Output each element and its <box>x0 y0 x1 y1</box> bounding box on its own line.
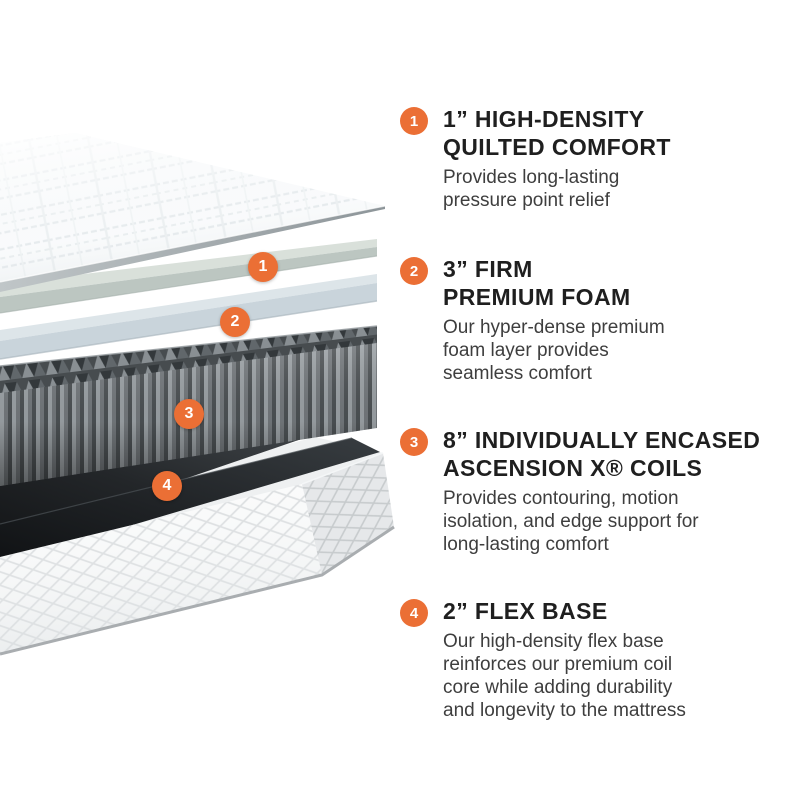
base-box-front <box>0 452 395 656</box>
section-description: Our high-density flex base reinforces ou… <box>443 631 686 721</box>
section-number-badge: 2 <box>400 257 428 285</box>
diagram-marker-4: 4 <box>152 471 182 501</box>
feature-section-flex-base: 4 2” FLEX BASE Our high-density flex bas… <box>398 597 794 722</box>
feature-section-encased-coils: 3 8” INDIVIDUALLY ENCASED ASCENSION X® C… <box>398 426 794 556</box>
feature-section-quilted-comfort: 1 1” HIGH-DENSITY QUILTED COMFORT Provid… <box>398 105 794 212</box>
premium-foam-layer <box>0 274 378 360</box>
section-title: 2” FLEX BASE <box>443 598 608 624</box>
section-number-badge: 3 <box>400 428 428 456</box>
section-title: 3” FIRM PREMIUM FOAM <box>443 256 631 310</box>
comfort-foam-layer <box>0 239 378 314</box>
section-number-badge: 1 <box>400 107 428 135</box>
section-description: Provides contouring, motion isolation, a… <box>443 488 699 555</box>
section-title: 8” INDIVIDUALLY ENCASED ASCENSION X® COI… <box>443 427 761 481</box>
section-number-badge: 4 <box>400 599 428 627</box>
diagram-marker-3: 3 <box>174 399 204 429</box>
diagram-marker-1: 1 <box>248 252 278 282</box>
diagram-marker-2: 2 <box>220 307 250 337</box>
section-title: 1” HIGH-DENSITY QUILTED COMFORT <box>443 106 671 160</box>
mattress-layers-illustration <box>0 133 395 656</box>
section-description: Our hyper-dense premium foam layer provi… <box>443 317 665 384</box>
feature-section-premium-foam: 2 3” FIRM PREMIUM FOAM Our hyper-dense p… <box>398 255 794 385</box>
section-description: Provides long-lasting pressure point rel… <box>443 167 620 211</box>
quilted-top-layer <box>0 133 386 292</box>
